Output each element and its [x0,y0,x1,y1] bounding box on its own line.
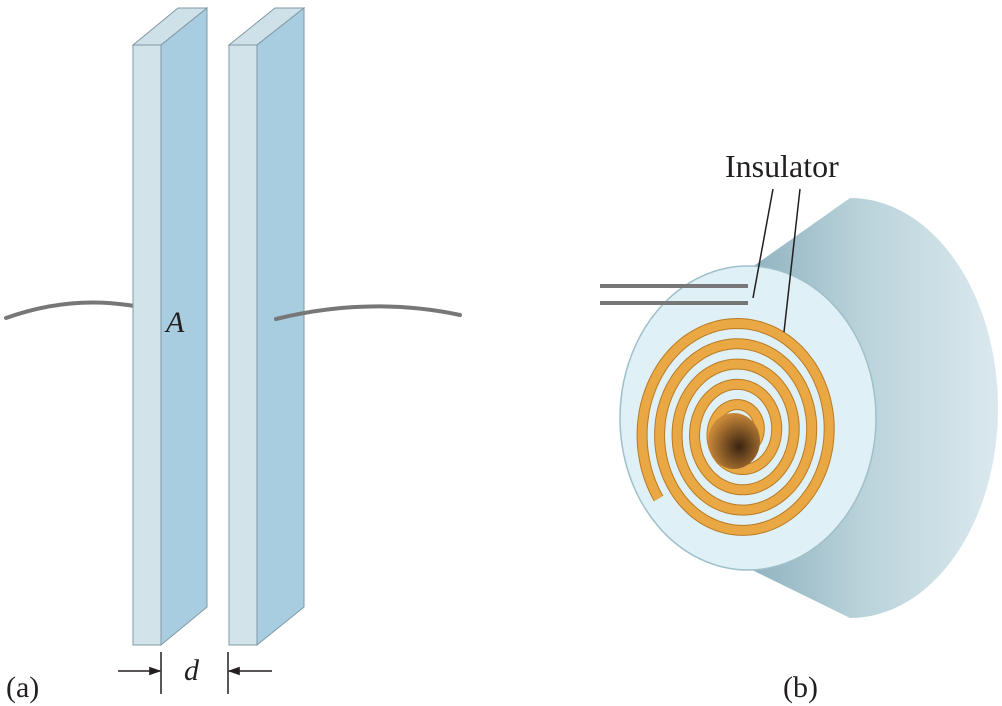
left-plate [131,6,209,647]
left-plate-front [132,44,162,646]
panel-a-caption: (a) [6,671,39,704]
right-plate-side [256,6,305,647]
insulator-leader-right [783,188,801,333]
left-lead-wire [4,300,136,320]
separation-label: d [184,654,200,687]
panel-b-caption: (b) [783,671,818,704]
insulator-leader-left [752,188,774,299]
spiral-core [708,413,760,469]
panel-a-parallel-plates: A d (a) [4,6,462,704]
spiral-conductor-group [636,317,835,536]
right-lead-wire [274,304,462,321]
spiral-conductor-band [637,318,834,535]
area-label: A [164,306,185,339]
insulator-label: Insulator [725,148,839,184]
separation-dimension: d [118,652,272,694]
right-plate-front [228,44,258,646]
panel-b-rolled-capacitor: Insulator (b) [600,148,998,704]
right-plate [227,6,306,647]
